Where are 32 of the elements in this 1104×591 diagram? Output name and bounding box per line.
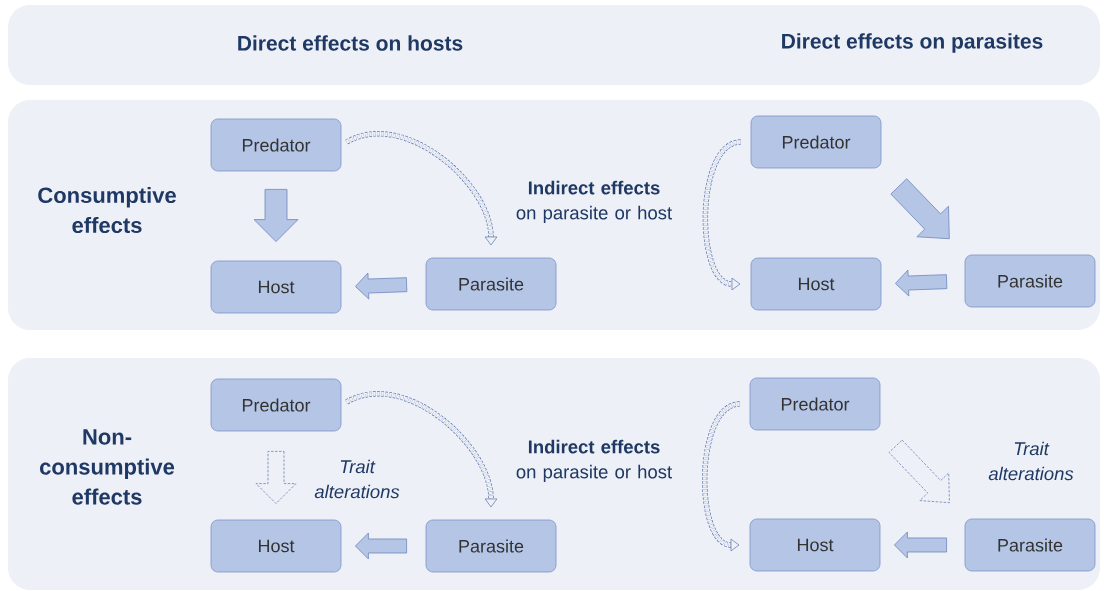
edge-label: Indirect effects on parasite or host [507, 438, 681, 484]
species-box: Predator [749, 377, 881, 431]
column-heading: Direct effects on hosts [238, 35, 463, 51]
species-box: Host [750, 257, 882, 311]
arrow [895, 269, 948, 297]
species-box: Predator [750, 115, 882, 169]
arrow [702, 401, 741, 552]
species-box: Host [210, 519, 342, 573]
arrow [355, 272, 408, 300]
arrow [702, 139, 742, 291]
species-box: Predator [210, 378, 342, 432]
species-box: Parasite [964, 254, 1096, 308]
arrow [345, 131, 498, 246]
row-heading: Non-consumptive effects [40, 429, 175, 505]
species-box: Parasite [425, 257, 557, 311]
arrow [345, 391, 498, 508]
species-box: Predator [210, 118, 342, 172]
species-box: Parasite [425, 519, 557, 573]
arrow [255, 451, 297, 504]
row-heading: Consumptive effects [38, 186, 176, 234]
arrow [894, 531, 947, 559]
species-box: Host [749, 518, 881, 572]
arrow [355, 532, 407, 560]
species-box: Parasite [964, 518, 1096, 572]
edge-label: Trait alterations [306, 458, 408, 500]
species-box: Host [210, 260, 342, 314]
edge-label: Indirect effects on parasite or host [507, 179, 681, 225]
arrow [253, 189, 299, 242]
arrow [890, 178, 950, 240]
column-heading: Direct effects on parasites [782, 33, 1043, 53]
arrow [888, 439, 950, 504]
edge-label: Trait alterations [980, 440, 1082, 482]
